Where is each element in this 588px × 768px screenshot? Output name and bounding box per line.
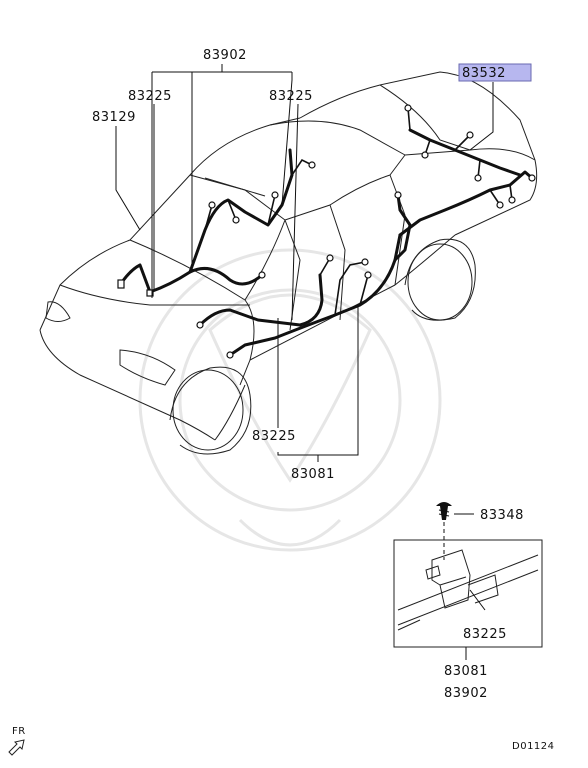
callout-labels: 83902 83225 83225 83129 83532 83225 8308…	[92, 48, 532, 482]
callout-leaders	[115, 64, 494, 462]
callout-83532: 83532	[462, 66, 506, 81]
callout-83225-left: 83225	[128, 89, 172, 104]
diagram-code: D01124	[512, 741, 555, 752]
callout-83129: 83129	[92, 110, 136, 125]
callout-83225-right: 83225	[269, 89, 313, 104]
callout-83348: 83348	[480, 508, 524, 523]
callout-detail-83902: 83902	[444, 686, 488, 701]
callout-detail-83225: 83225	[463, 627, 507, 642]
callout-detail-83081: 83081	[444, 664, 488, 679]
highlight-box	[458, 63, 532, 82]
front-arrow-icon	[8, 739, 25, 756]
harness-connectors	[117, 104, 536, 359]
direction-label: FR	[12, 726, 26, 737]
callout-83225-bottom: 83225	[252, 429, 296, 444]
direction-indicator: FR	[8, 726, 26, 756]
wiring-harness	[117, 104, 536, 359]
detail-inset: 83348 83225 83081 83902	[393, 502, 543, 701]
detail-frame	[393, 539, 543, 648]
watermark-emblem	[138, 248, 442, 552]
callout-83081-bottom: 83081	[291, 467, 335, 482]
screw-icon	[436, 502, 452, 520]
callout-83902-top: 83902	[203, 48, 247, 63]
